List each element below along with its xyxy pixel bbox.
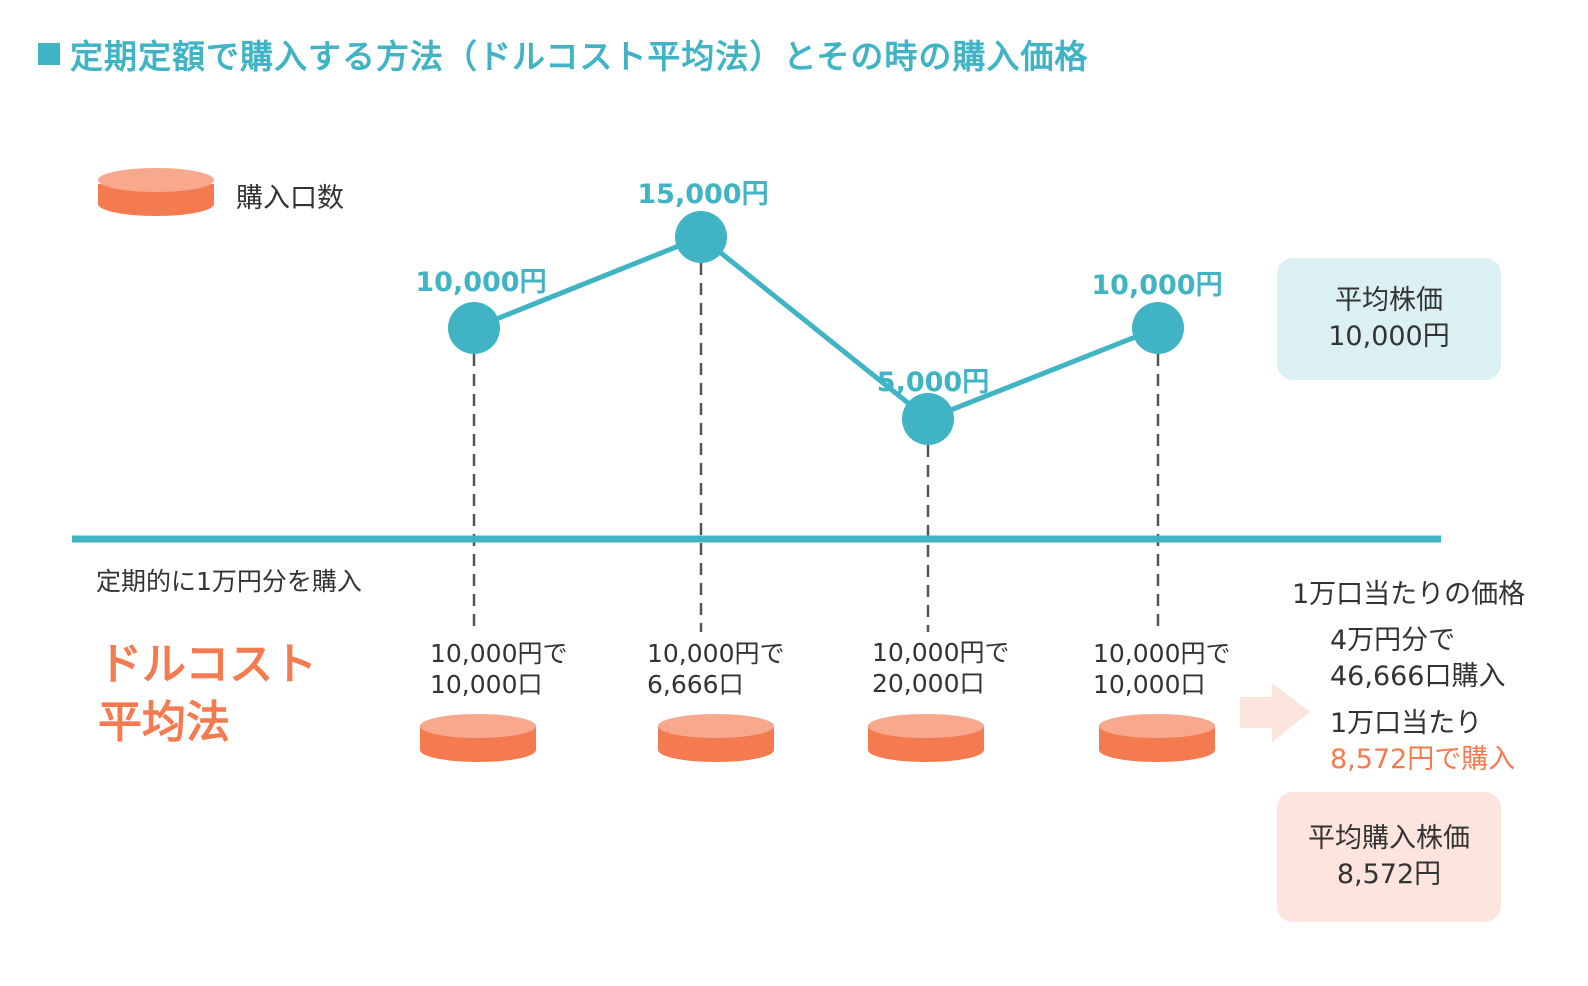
summary-heading: 1万口当たりの価格 bbox=[1292, 579, 1526, 610]
square-bullet-icon bbox=[38, 43, 60, 65]
price-label-2: 15,000円 bbox=[637, 179, 769, 210]
baseline-label: 定期的に1万円分を購入 bbox=[96, 567, 362, 596]
method-name: ドルコスト 平均法 bbox=[98, 639, 318, 748]
coin-stack-icon bbox=[98, 168, 214, 216]
coin-icon-2 bbox=[658, 714, 774, 762]
summary-purchase: 4万円分で 46,666口購入 bbox=[1330, 625, 1506, 692]
price-point-1 bbox=[448, 302, 500, 354]
coin-icon-4 bbox=[1099, 714, 1215, 762]
average-purchase-price-box: 平均購入株価 8,572円 bbox=[1277, 792, 1501, 922]
purchase-text-3: 10,000円で 20,000口 bbox=[872, 638, 1010, 698]
price-point-2 bbox=[675, 211, 727, 263]
legend-label: 購入口数 bbox=[236, 183, 344, 214]
average-price-box: 平均株価 10,000円 bbox=[1277, 258, 1501, 380]
purchase-text-4: 10,000円で 10,000口 bbox=[1093, 639, 1231, 699]
purchase-text-1: 10,000円で 10,000口 bbox=[430, 639, 568, 699]
page-title: 定期定額で購入する方法（ドルコスト平均法）とその時の購入価格 bbox=[38, 30, 1088, 78]
arrow-right-icon bbox=[1240, 683, 1310, 742]
price-point-3 bbox=[902, 393, 954, 445]
purchase-text-2: 10,000円で 6,666口 bbox=[647, 639, 785, 699]
coin-icon-1 bbox=[420, 714, 536, 762]
price-point-4 bbox=[1132, 302, 1184, 354]
dashed-guides bbox=[472, 263, 1160, 632]
price-label-4: 10,000円 bbox=[1091, 270, 1223, 301]
price-label-3: 5,000円 bbox=[876, 367, 990, 398]
coin-icon-3 bbox=[868, 714, 984, 762]
price-line bbox=[473, 234, 1159, 422]
summary-unit-price: 1万口当たり 8,572円で購入 bbox=[1330, 708, 1516, 775]
price-label-1: 10,000円 bbox=[415, 267, 547, 298]
